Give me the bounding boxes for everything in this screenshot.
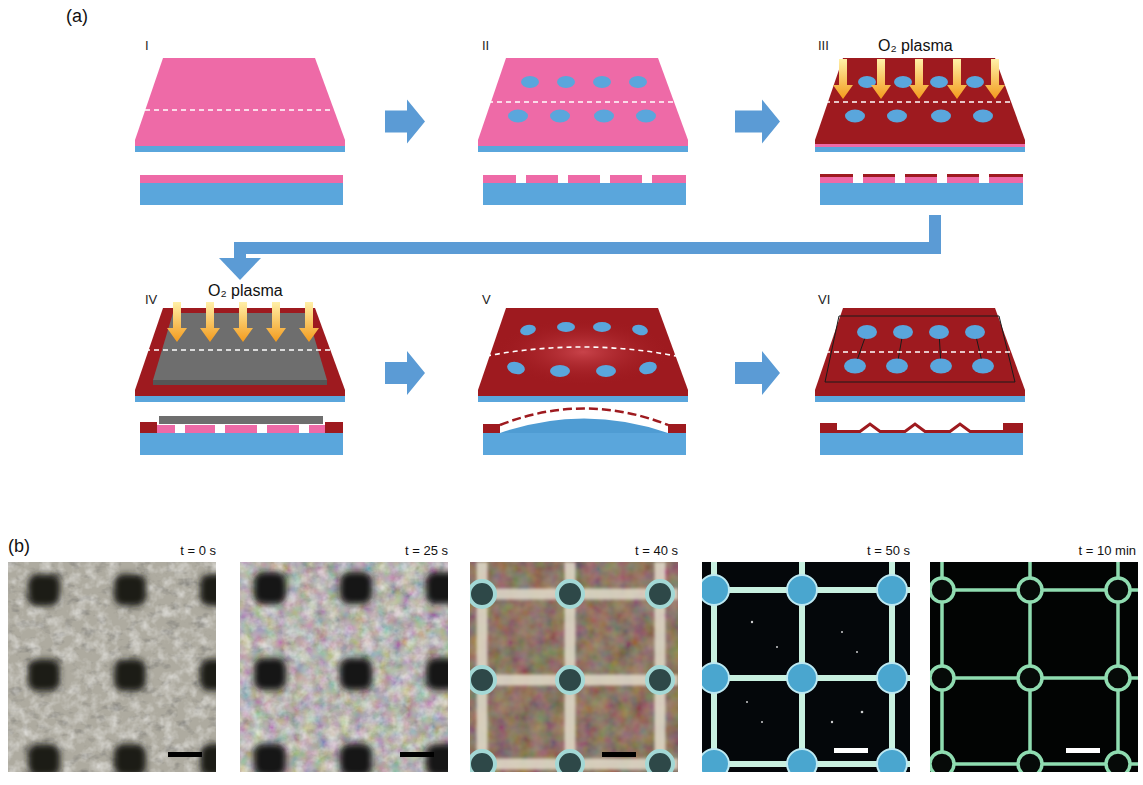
step-numeral: V [482,292,491,307]
step-panel: I [120,28,385,215]
micrograph-4 [699,562,910,779]
process-arrow [219,215,935,280]
process-arrow [385,100,425,144]
block-arrow [385,351,425,395]
time-label: t = 10 min [1079,543,1136,559]
bent-arrow-line [240,215,935,259]
block-arrow [735,100,780,144]
slab-step-1 [135,58,345,205]
step-panel: IV [120,280,385,466]
step-panel: VI [780,280,1035,466]
process-arrow [735,100,780,144]
process-arrow [735,351,780,395]
panel-letter: (a) [66,6,88,27]
step-numeral: III [818,38,829,53]
step-panel: V [425,280,735,466]
step-numeral: I [145,38,149,53]
slab-step-2 [478,58,688,205]
micrograph-2 [240,562,458,776]
arrow-head [219,258,261,280]
step-numeral: VI [818,292,830,307]
step-numeral: II [482,38,489,53]
block-arrow [735,351,780,395]
time-label: t = 50 s [867,543,910,559]
micrograph-5 [930,562,1138,776]
process-label: O₂ plasma [878,36,953,55]
slab-step-6 [815,308,1025,455]
step-panel: II [425,28,735,215]
time-label: t = 25 s [405,543,448,559]
slab-step-3 [815,58,1025,205]
time-label: t = 0 s [180,543,216,559]
process-label: O₂ plasma [208,281,283,300]
panel-letter: (b) [8,536,30,557]
slab-step-4 [135,302,345,455]
process-arrow [385,351,425,395]
micrograph-1 [8,562,232,776]
micrograph-3 [469,562,678,777]
block-arrow [385,100,425,144]
slab-step-5 [478,308,688,455]
time-label: t = 40 s [635,543,678,559]
step-numeral: IV [145,292,157,307]
step-panel: III [780,28,1035,215]
